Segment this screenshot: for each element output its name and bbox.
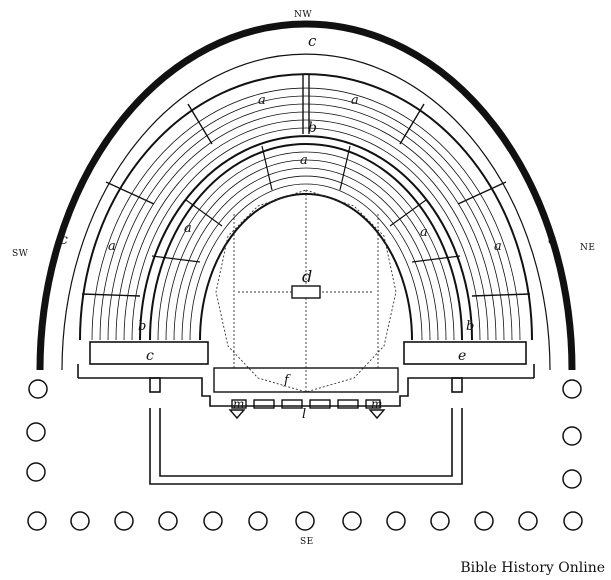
upper-stairways xyxy=(81,74,531,297)
label-b-top: b xyxy=(308,120,317,136)
label-a-lower-right: a xyxy=(420,225,428,240)
label-c-top: c xyxy=(308,32,317,50)
compass-ne: NE xyxy=(580,243,595,253)
label-f: f xyxy=(283,373,291,388)
label-b-left: b xyxy=(138,319,146,334)
label-b-right: b xyxy=(466,319,474,334)
label-a-upper-left: a xyxy=(258,93,266,108)
label-l: l xyxy=(302,407,306,422)
label-m-left: m xyxy=(233,397,244,411)
credit-text: Bible History Online xyxy=(460,560,605,576)
stage xyxy=(213,367,399,420)
colonnade xyxy=(26,379,583,531)
compass-se: SE xyxy=(300,537,314,547)
upper-seating-tier xyxy=(79,73,533,341)
label-a-upper-right: a xyxy=(351,93,359,108)
diagram-labels: c a a b a a a a a c c d b b c e f m m l xyxy=(60,32,556,422)
outer-wall xyxy=(36,20,576,371)
label-c-bottom: c xyxy=(146,348,154,364)
label-m-right: m xyxy=(371,397,382,411)
label-d: d xyxy=(302,267,312,286)
label-a-lower-center: a xyxy=(300,153,308,168)
compass-sw: SW xyxy=(12,249,29,259)
scene-building xyxy=(149,408,463,485)
lower-stairways xyxy=(151,145,461,263)
compass-nw: NW xyxy=(294,10,312,20)
label-a-upper-far-left: a xyxy=(108,239,116,254)
label-a-upper-far-right: a xyxy=(494,239,502,254)
label-c-right: c xyxy=(548,232,556,248)
thymele-altar xyxy=(291,285,321,299)
label-a-lower-left: a xyxy=(184,221,192,236)
front-wall xyxy=(77,364,535,407)
parodos-blocks xyxy=(89,341,527,365)
label-c-left: c xyxy=(60,232,68,248)
label-e: e xyxy=(458,348,466,364)
